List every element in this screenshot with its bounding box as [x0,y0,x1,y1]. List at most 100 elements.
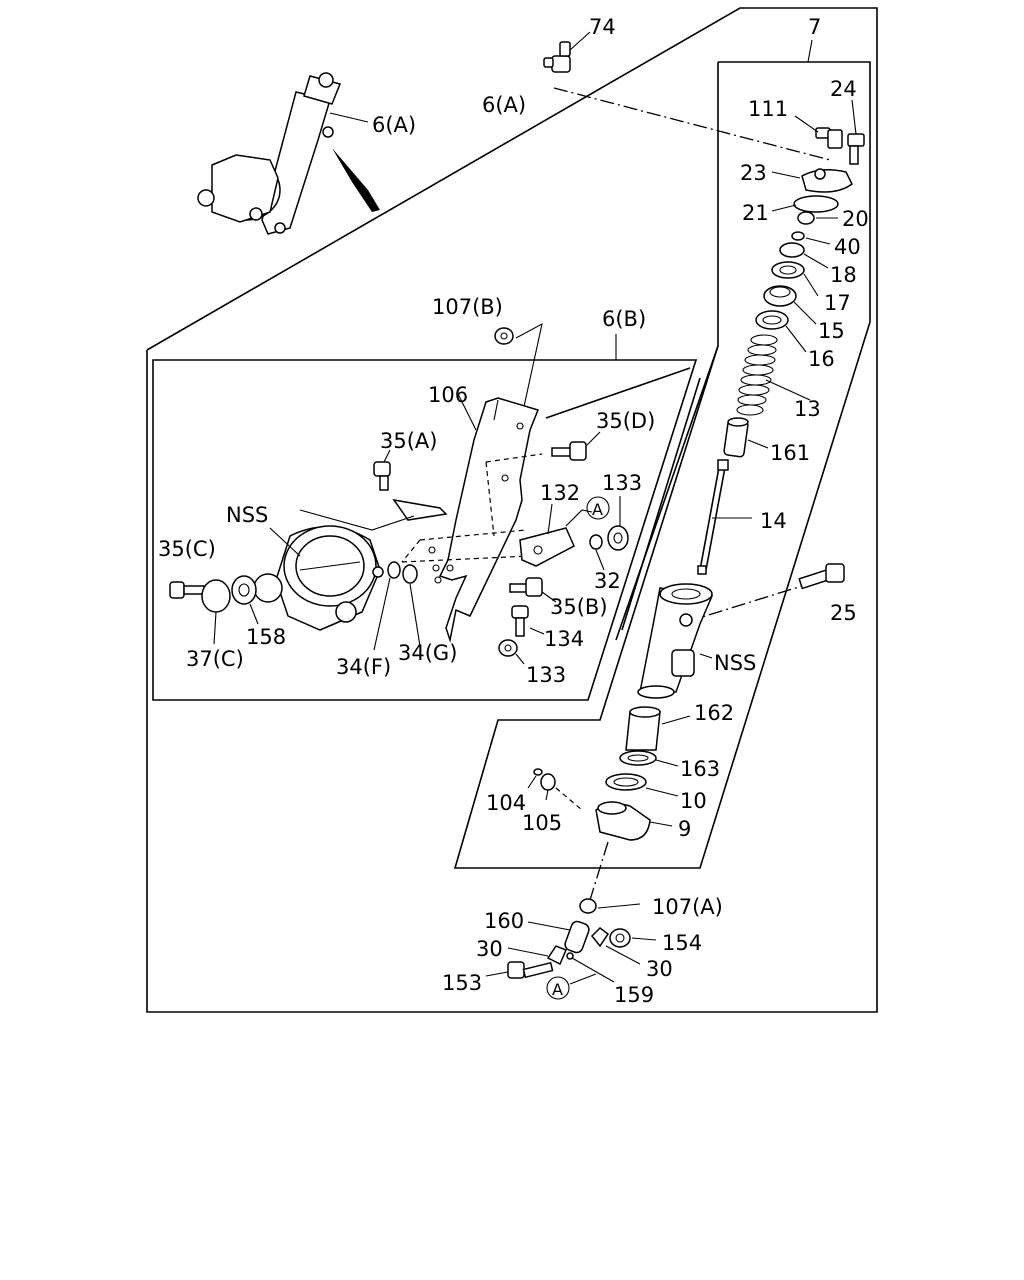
callout-a-bottom [546,973,597,1000]
nut-105 [540,773,583,811]
washer-34g [402,564,421,647]
ring-163 [619,750,679,767]
label-160: 160 [484,909,524,933]
label-nss-left: NSS [226,503,268,527]
seal-18 [779,242,829,269]
label-21: 21 [742,201,769,225]
subassembly-7-frame [453,39,871,869]
label-153: 153 [442,971,482,995]
lever-9 [595,801,673,841]
label-159: 159 [614,983,654,1007]
callout-a-mid-text: A [592,500,603,519]
label-34f: 34(F) [336,655,391,679]
label-25: 25 [830,601,857,625]
label-158: 158 [246,625,286,649]
fitting-74 [543,31,591,73]
label-30-right: 30 [646,957,673,981]
label-24: 24 [830,77,857,101]
lever-132 [519,503,593,567]
seal-10 [605,773,679,797]
housing-nss-right [637,583,714,699]
label-111: 111 [748,97,788,121]
subassembly-6b-frame [152,334,719,701]
label-132: 132 [540,481,580,505]
bolt-25 [685,563,845,623]
label-154: 154 [662,931,702,955]
label-14: 14 [760,509,787,533]
callout-a-bottom-text: A [552,980,563,999]
label-35b: 35(B) [550,595,608,619]
retainer-15 [763,285,817,325]
nut-107b [494,322,543,481]
label-18: 18 [830,263,857,287]
seal-17 [771,261,819,297]
bolt-35c [169,581,205,599]
label-6a-top: 6(A) [372,113,416,137]
seat-16 [755,310,807,353]
label-34g: 34(G) [398,641,457,665]
bolt-24 [847,99,865,165]
label-16: 16 [808,347,835,371]
label-134: 134 [544,627,584,651]
clip-104 [527,768,543,789]
bolt-35b [509,577,557,603]
washer-133-top [607,496,629,551]
cap-23 [771,168,853,193]
dashed-guides-6b [401,453,543,563]
label-13: 13 [794,397,821,421]
label-9: 9 [678,817,691,841]
rod-14 [697,459,752,575]
nut-133-bottom [498,639,525,665]
label-106: 106 [428,383,468,407]
label-35d: 35(D) [596,409,655,433]
label-6b: 6(B) [602,307,646,331]
pin-159 [566,952,615,983]
label-nss-right: NSS [714,651,756,675]
label-40: 40 [834,235,861,259]
plate-30-left [507,945,567,966]
bushing-162 [625,706,691,751]
washer-40 [791,231,831,245]
label-162: 162 [694,701,734,725]
label-35a: 35(A) [380,429,437,453]
nut-20 [797,211,838,225]
link-160 [527,920,590,954]
label-20: 20 [842,207,869,231]
sleeve-161 [723,417,769,458]
label-107a: 107(A) [652,895,723,919]
bolt-153 [485,961,554,979]
spring-13 [736,334,811,416]
label-32: 32 [594,569,621,593]
label-133-bottom: 133 [526,663,566,687]
washer-32 [589,534,605,571]
label-23: 23 [740,161,767,185]
bolt-35d [551,431,601,461]
outer-frame [146,7,878,1013]
label-107b: 107(B) [432,295,503,319]
fitting-111 [794,115,843,149]
plate-30-right [590,927,641,965]
nut-107a [579,898,641,914]
inset-6a-assembly [197,72,380,235]
label-74: 74 [589,15,616,39]
label-30-left: 30 [476,937,503,961]
labels: 74 7 24 111 6(A) 6(A) 23 21 20 40 18 17 … [158,15,869,1007]
label-105: 105 [522,811,562,835]
throttle-body-nss-left [253,525,384,631]
label-35c: 35(C) [158,537,216,561]
label-10: 10 [680,789,707,813]
callout-a-mid [586,496,610,520]
gasket-158 [231,575,259,625]
label-17: 17 [824,291,851,315]
label-15: 15 [818,319,845,343]
bolt-35a [373,449,391,491]
label-37c: 37(C) [186,647,244,671]
oring-21 [771,195,839,213]
label-6a-mid: 6(A) [482,93,526,117]
cover-37c [201,579,231,645]
label-161: 161 [770,441,810,465]
label-7: 7 [808,15,821,39]
bolt-134 [511,605,545,637]
washer-154 [609,928,657,948]
